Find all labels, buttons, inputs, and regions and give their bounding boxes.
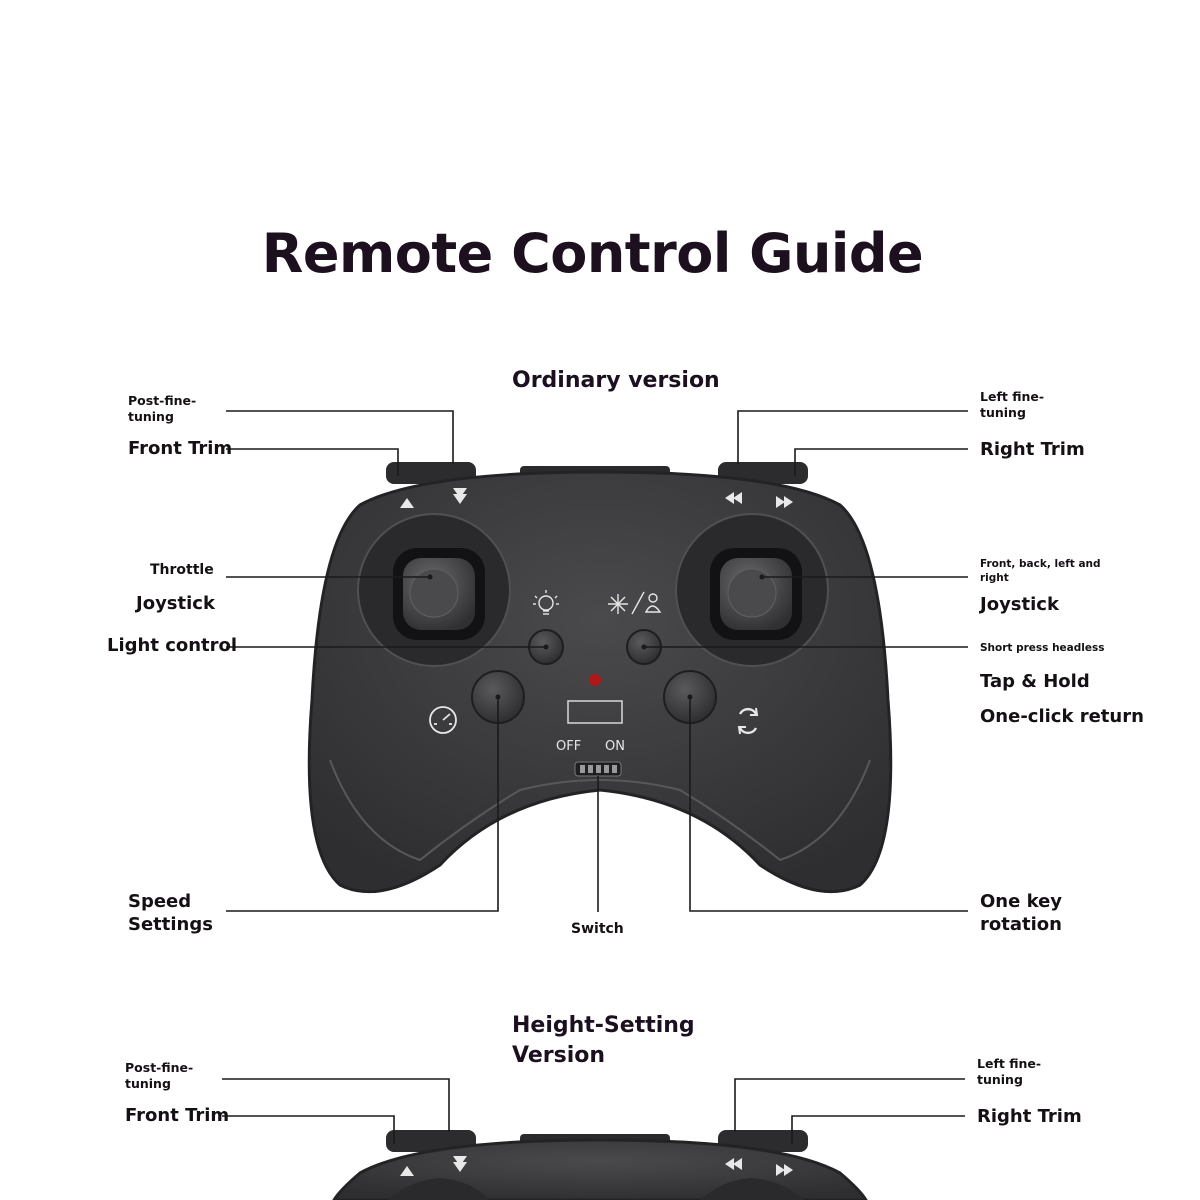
rotation-icon bbox=[737, 707, 759, 735]
ordinary-controller bbox=[307, 462, 893, 894]
forward-arrow-icon bbox=[776, 1164, 793, 1176]
left-joystick[interactable] bbox=[357, 513, 511, 667]
front-back-left-right-label: Front, back, left and right bbox=[980, 558, 1101, 584]
ordinary-leader-lines bbox=[226, 410, 968, 912]
rewind-arrow-icon bbox=[725, 492, 742, 504]
up-arrow-icon bbox=[400, 498, 414, 508]
front-trim-label: Front Trim bbox=[128, 438, 233, 459]
one-click-return-label: One-click return bbox=[980, 706, 1144, 727]
leader-endpoint-dots bbox=[427, 574, 765, 700]
height-setting-controller bbox=[332, 1130, 868, 1200]
left-joystick[interactable] bbox=[388, 1178, 490, 1200]
height-front-trim-label: Front Trim bbox=[125, 1105, 230, 1126]
up-arrow-icon bbox=[400, 1166, 414, 1176]
right-joystick[interactable] bbox=[675, 513, 829, 667]
switch-off-label: OFF bbox=[556, 739, 582, 754]
height-left-fine-tuning-label: Left fine-tuning bbox=[977, 1056, 1042, 1087]
right-joystick[interactable] bbox=[700, 1178, 804, 1200]
right-joystick-label: Joystick bbox=[980, 594, 1059, 615]
height-post-fine-tuning-label: Post-fine-tuning bbox=[125, 1060, 194, 1091]
down-arrow-icon bbox=[453, 1156, 467, 1172]
post-fine-tuning-label: Post-fine-tuning bbox=[128, 393, 197, 424]
light-control-label: Light control bbox=[107, 635, 238, 656]
light-bulb-icon bbox=[533, 590, 559, 615]
height-leader-lines bbox=[222, 1078, 965, 1144]
throttle-label: Throttle bbox=[150, 562, 214, 578]
battery-window bbox=[567, 700, 623, 724]
forward-arrow-icon bbox=[776, 496, 793, 508]
height-right-trim-label: Right Trim bbox=[977, 1106, 1082, 1127]
page-title: Remote Control Guide bbox=[261, 222, 924, 285]
right-trim-label: Right Trim bbox=[980, 439, 1085, 460]
left-joystick-label: Joystick bbox=[136, 593, 215, 614]
power-indicator-led bbox=[589, 674, 601, 686]
headless-return-icon bbox=[608, 591, 662, 615]
one-key-rotation-label: One key rotation bbox=[980, 891, 1063, 935]
switch-label: Switch bbox=[571, 921, 624, 937]
speedometer-icon bbox=[429, 706, 457, 734]
left-fine-tuning-label: Left fine-tuning bbox=[980, 389, 1045, 420]
rewind-arrow-icon bbox=[725, 1158, 742, 1170]
height-setting-version-heading: Height-Setting Version bbox=[512, 1013, 695, 1068]
ordinary-version-heading: Ordinary version bbox=[512, 368, 720, 393]
tap-hold-label: Tap & Hold bbox=[980, 671, 1090, 692]
switch-on-label: ON bbox=[605, 739, 625, 754]
short-press-headless-label: Short press headless bbox=[980, 642, 1105, 654]
speed-settings-label: Speed Settings bbox=[128, 891, 213, 935]
down-arrow-icon bbox=[453, 488, 467, 504]
